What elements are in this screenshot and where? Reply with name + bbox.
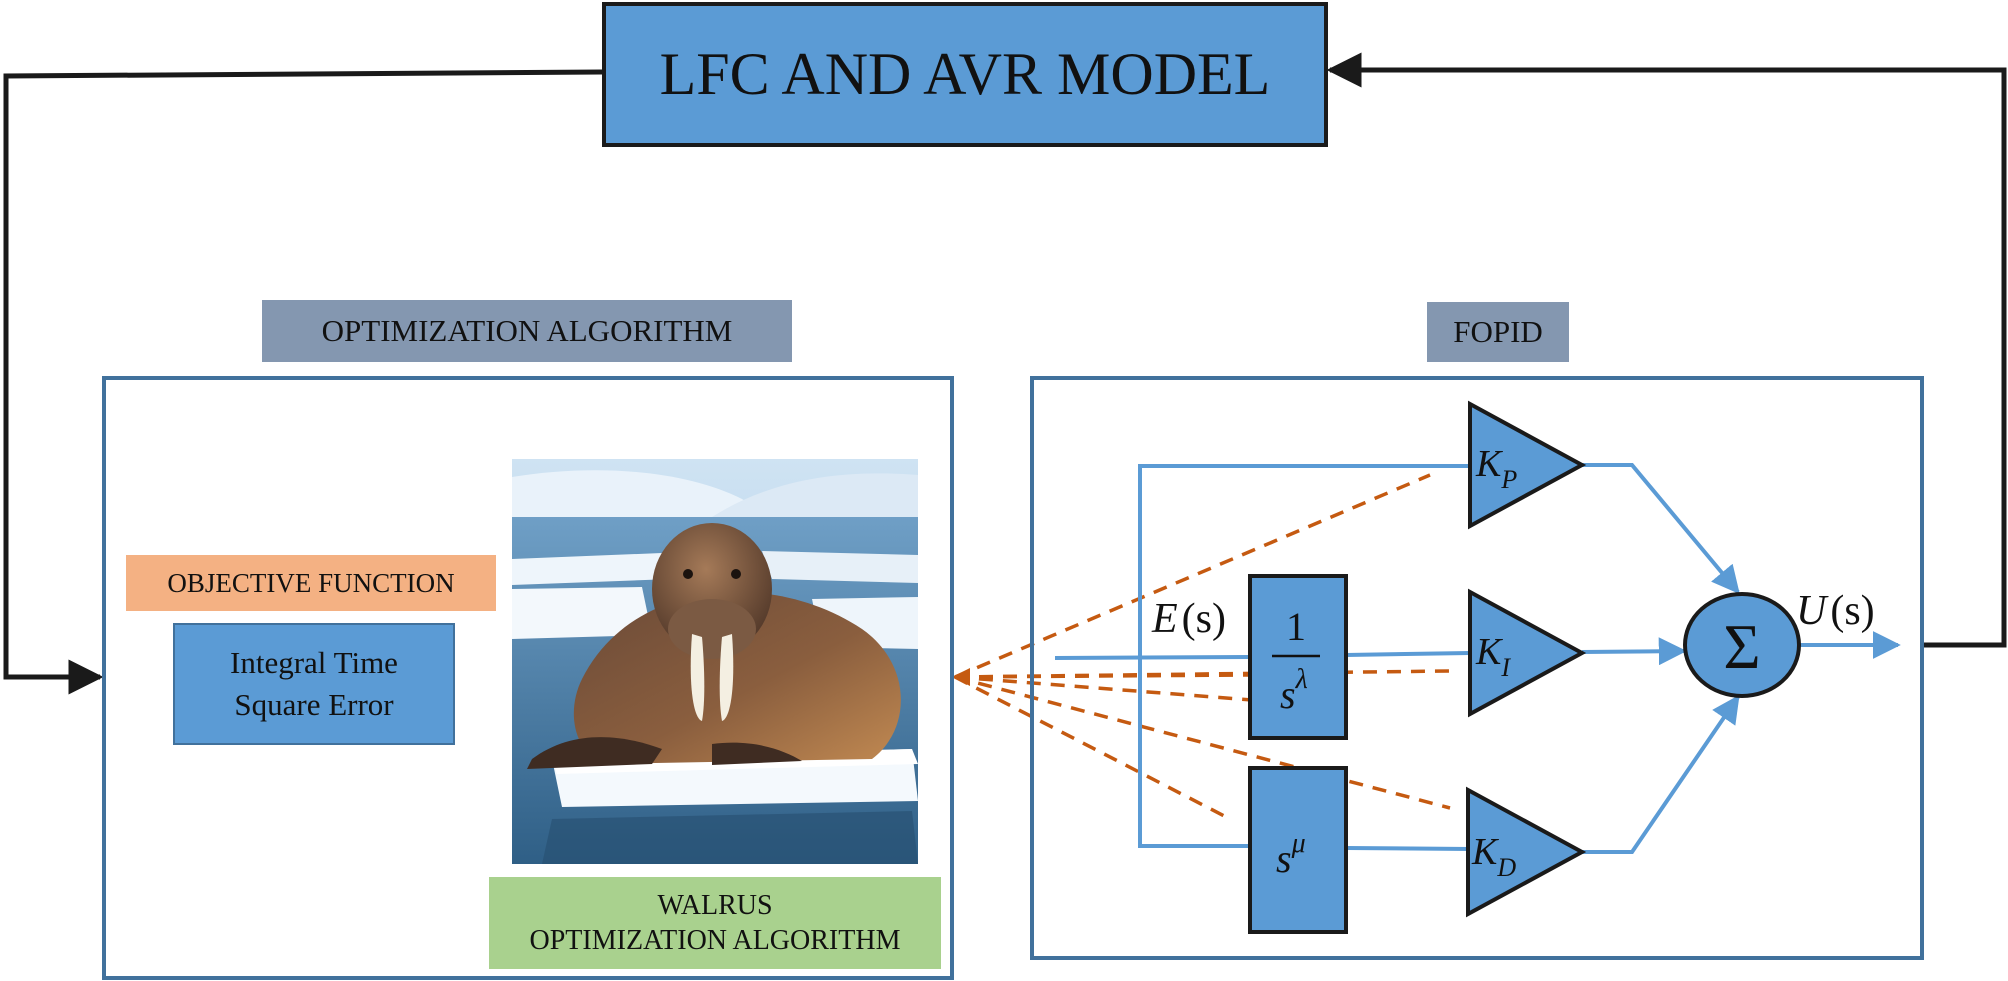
summing-junction: Σ	[1683, 592, 1801, 698]
integrator-to-ki-line	[1345, 651, 1471, 657]
differentiator-to-kd-line	[1345, 846, 1471, 851]
differentiator-label: sμ	[1276, 828, 1306, 881]
optimization-title: OPTIMIZATION ALGORITHM	[321, 313, 733, 348]
itse-block: Integral Time Square Error	[173, 623, 455, 745]
output-signal-label: U(s)	[1796, 588, 1875, 634]
tuning-line-mu	[954, 675, 1233, 822]
integrator-denominator: sλ	[1280, 664, 1308, 717]
feedback-line-model-to-optimizer	[3, 69, 603, 695]
tuning-line-mid	[954, 675, 1253, 702]
differentiator-block: sμ	[1248, 766, 1348, 934]
itse-line-1: Integral Time	[230, 645, 398, 681]
kd-to-sum-line	[1582, 694, 1740, 854]
input-signal-label: E(s)	[1151, 596, 1226, 642]
input-line	[1054, 655, 1251, 660]
walrus-label-line-1: WALRUS	[657, 890, 773, 921]
gain-ki: KI	[1468, 588, 1587, 718]
integrator-numerator: 1	[1286, 604, 1306, 649]
integrator-block: 1 sλ	[1248, 574, 1348, 740]
fopid-title: FOPID	[1453, 314, 1543, 349]
svg-text:KP: KP	[1475, 443, 1517, 494]
tuning-source-arrow	[952, 668, 970, 686]
svg-text:KD: KD	[1471, 831, 1516, 882]
kp-to-sum-line	[1582, 463, 1740, 595]
objective-function-label: OBJECTIVE FUNCTION	[126, 555, 496, 611]
sum-symbol: Σ	[1723, 611, 1760, 682]
walrus-label-line-2: OPTIMIZATION ALGORITHM	[529, 925, 901, 956]
fopid-panel	[1030, 376, 1924, 960]
objective-title: OBJECTIVE FUNCTION	[167, 567, 455, 598]
svg-text:KI: KI	[1475, 631, 1511, 682]
model-label: LFC AND AVR MODEL	[659, 41, 1271, 107]
tuning-lines	[954, 473, 1451, 822]
tuning-line-ki	[954, 669, 1451, 679]
gain-kp: KP	[1468, 400, 1587, 530]
lfc-avr-model-block: LFC AND AVR MODEL	[602, 2, 1328, 147]
walrus-optimization-label: WALRUS OPTIMIZATION ALGORITHM	[489, 877, 941, 969]
walrus-image	[512, 459, 918, 864]
input-branch	[1138, 464, 1470, 657]
itse-line-2: Square Error	[234, 687, 394, 722]
feedback-line-fopid-to-model	[1326, 52, 2007, 648]
fopid-section-label: FOPID	[1427, 302, 1569, 362]
optimization-section-label: OPTIMIZATION ALGORITHM	[262, 300, 792, 362]
input-branch-lower	[1138, 657, 1250, 848]
tuning-line-kd	[954, 675, 1451, 810]
gain-kd: KD	[1466, 786, 1587, 918]
fopid-signal-lines	[1054, 463, 1901, 854]
ki-to-sum-line	[1581, 637, 1687, 666]
optimization-panel	[102, 376, 954, 980]
